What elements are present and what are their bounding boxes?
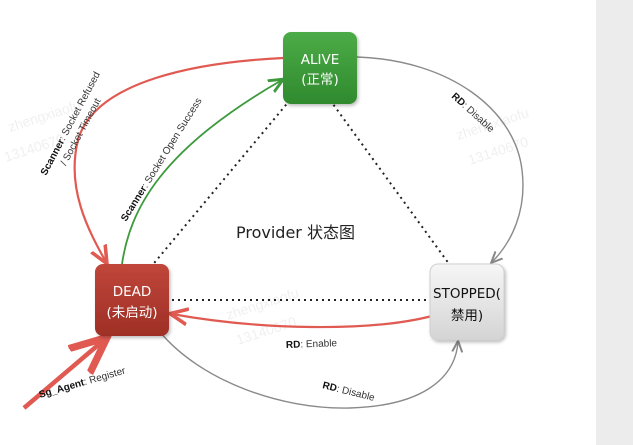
edge-rd-disable-alive [356,56,524,262]
label-scanner-success-actor: Scanner [119,184,149,223]
node-dead-sublabel: (未启动) [106,305,157,321]
node-stopped-label: STOPPED( [433,286,501,302]
svg-text:Scanner: Socket Open Success: Scanner: Socket Open Success [119,96,204,223]
label-sg-agent-register-text: : Register [83,365,128,388]
node-stopped-sublabel: 禁用) [451,308,483,324]
label-rd-disable-dead-actor: RD [321,380,338,394]
svg-text:RD: Disable: RD: Disable [321,380,376,404]
node-stopped: STOPPED( 禁用) [429,263,505,341]
label-scanner-refused: Scanner: Socket Refused / Socket Timeout [39,70,104,177]
label-rd-enable-actor: RD [286,340,301,351]
svg-text:RD: Enable: RD: Enable [286,338,338,351]
dotted-edge-alive-dead [149,99,291,269]
label-scanner-success-text: : Socket Open Success [140,96,204,190]
node-dead: DEAD (未启动) [95,264,169,336]
edge-rd-disable-dead [159,331,458,409]
dotted-triangle [149,99,453,301]
diagram-title: Provider 状态图 [236,223,355,242]
label-rd-disable-dead-text: : Disable [335,384,376,404]
edge-scanner-refused [73,56,284,262]
node-alive-label: ALIVE [301,52,340,68]
edge-sg-agent-register [22,340,104,410]
node-alive: ALIVE (正常) [283,32,357,104]
label-rd-enable: RD: Enable [286,338,338,351]
dotted-edge-alive-stopped [329,99,453,269]
node-dead-label: DEAD [113,284,152,300]
label-rd-disable-dead: RD: Disable [321,380,376,404]
label-sg-agent-register-actor: Sg_Agent [38,377,87,401]
node-alive-sublabel: (正常) [301,72,339,88]
edge-rd-enable [172,314,433,329]
right-edge-strip [596,0,633,445]
edge-scanner-success [121,80,282,265]
label-scanner-success: Scanner: Socket Open Success [119,96,204,223]
label-rd-enable-text: : Enable [300,338,337,350]
